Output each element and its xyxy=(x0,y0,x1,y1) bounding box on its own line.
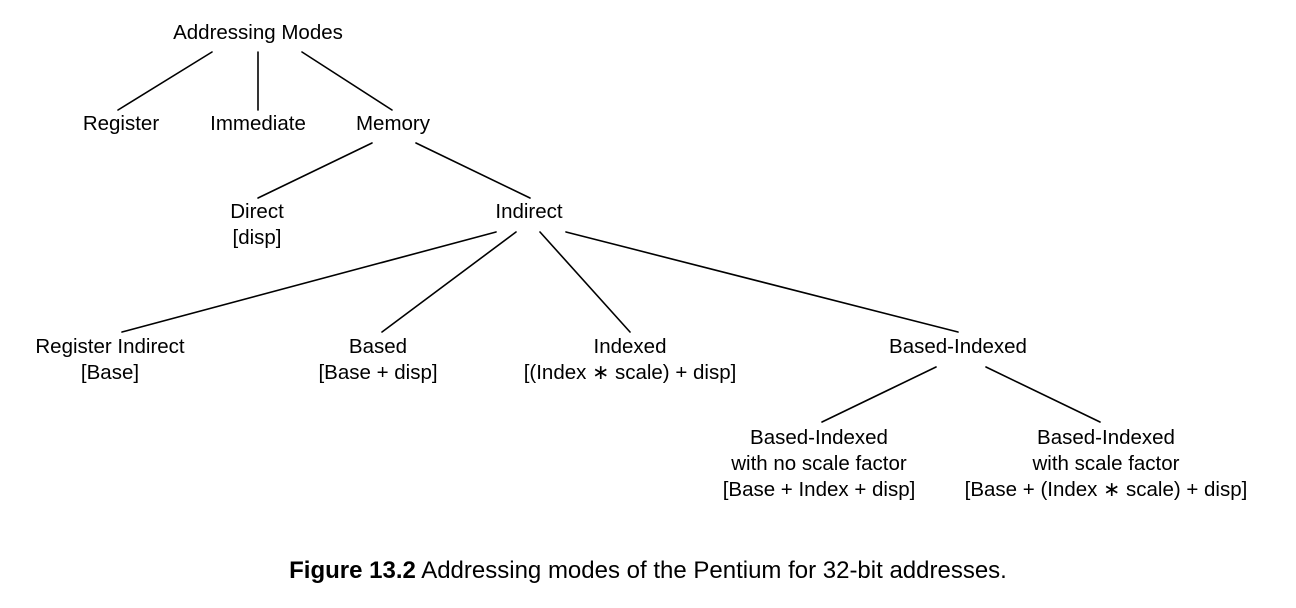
node-memory: Memory xyxy=(356,111,430,137)
node-label: Immediate xyxy=(210,112,306,135)
node-based: Based [Base + disp] xyxy=(318,334,437,386)
node-notation: [(Index ∗ scale) + disp] xyxy=(523,361,737,384)
node-indexed: Indexed [(Index ∗ scale) + disp] xyxy=(524,334,737,386)
node-label: Based-Indexed xyxy=(889,335,1027,358)
node-label: Indexed xyxy=(593,335,667,358)
edge-memory-direct xyxy=(257,142,373,199)
node-addressing-modes: Addressing Modes xyxy=(173,20,343,46)
figure-caption-text: Addressing modes of the Pentium for 32-b… xyxy=(415,557,1007,584)
node-notation: [Base + disp] xyxy=(318,361,438,384)
edge-based-indexed-no-scale xyxy=(821,366,937,423)
node-register: Register xyxy=(83,111,159,137)
node-label: Direct xyxy=(230,200,284,223)
edge-based-indexed-scale xyxy=(985,366,1101,423)
node-label: Register xyxy=(82,112,160,135)
node-based-indexed: Based-Indexed xyxy=(889,334,1027,360)
node-sublabel: with no scale factor xyxy=(731,452,907,475)
edge-indirect-based-indexed xyxy=(565,231,959,333)
node-label: Addressing Modes xyxy=(173,21,343,44)
node-label: Based-Indexed xyxy=(750,426,888,449)
node-sublabel: with scale factor xyxy=(1032,452,1180,475)
node-notation: [disp] xyxy=(232,226,282,249)
node-based-indexed-scale: Based-Indexed with scale factor [Base + … xyxy=(965,425,1248,503)
node-register-indirect: Register Indirect [Base] xyxy=(35,334,184,386)
node-notation: [Base + (Index ∗ scale) + disp] xyxy=(964,478,1248,501)
edge-indirect-based xyxy=(381,231,517,333)
node-label: Indirect xyxy=(495,200,563,223)
node-immediate: Immediate xyxy=(210,111,306,137)
node-label: Based xyxy=(348,335,408,358)
edge-indirect-register-indirect xyxy=(121,231,497,333)
node-label: Memory xyxy=(355,112,431,135)
node-direct: Direct [disp] xyxy=(230,199,284,251)
edge-memory-indirect xyxy=(415,142,531,199)
figure-number: Figure 13.2 xyxy=(289,557,416,584)
node-notation: [Base + Index + disp] xyxy=(722,478,916,501)
node-label: Register Indirect xyxy=(35,335,185,358)
node-indirect: Indirect xyxy=(495,199,562,225)
node-notation: [Base] xyxy=(80,361,140,384)
node-based-indexed-no-scale: Based-Indexed with no scale factor [Base… xyxy=(723,425,916,503)
figure-caption: Figure 13.2 Addressing modes of the Pent… xyxy=(289,556,1007,586)
node-label: Based-Indexed xyxy=(1037,426,1175,449)
edge-root-register xyxy=(117,51,213,111)
edge-root-memory xyxy=(301,51,393,111)
edge-indirect-indexed xyxy=(539,231,631,333)
